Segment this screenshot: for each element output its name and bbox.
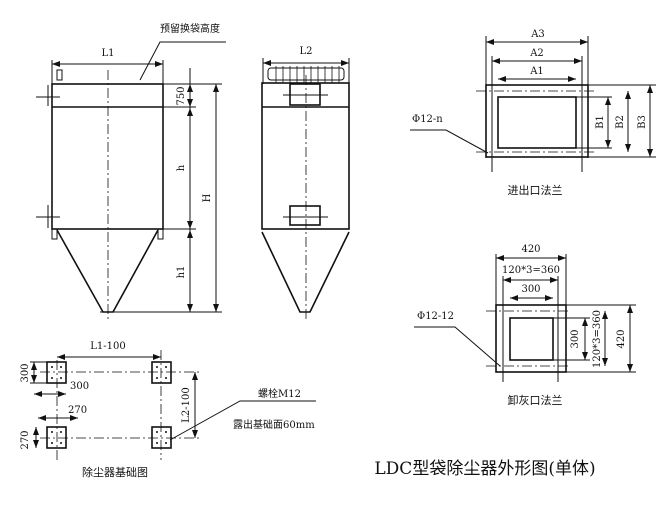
dim-plate-270-v: 270 [20, 430, 31, 449]
ash-discharge-flange: 420 120*3=360 300 300 120*3=360 420 Φ12-… [414, 244, 636, 407]
dim-v300: 300 [570, 329, 581, 348]
side-view: L2 [261, 46, 350, 322]
dim-plate-300-h: 300 [70, 381, 89, 392]
dim-plate-270-h: 270 [68, 405, 87, 416]
anchor-plate [46, 426, 67, 449]
dim-b2: B2 [615, 115, 626, 129]
ash-flange-caption: 卸灰口法兰 [508, 393, 563, 407]
dim-l2: L2 [299, 46, 312, 57]
dim-l2-100: L2-100 [181, 387, 192, 422]
dim-v-pitch: 120*3=360 [592, 310, 603, 368]
dim-a2: A2 [529, 48, 544, 59]
dim-pitch: 120*3=360 [502, 265, 560, 276]
dim-h: h [176, 164, 187, 171]
ash-bolt-note: Φ12-12 [417, 311, 454, 322]
dim-H: H [202, 193, 213, 202]
front-view: L1 750 h h1 H 预留换袋高度 [36, 22, 226, 322]
bolt-hole-note: Φ12-n [412, 114, 443, 125]
dim-300: 300 [521, 284, 540, 295]
dim-750: 750 [176, 86, 187, 105]
dim-h1: h1 [176, 266, 187, 279]
dim-a3: A3 [530, 29, 545, 40]
inlet-port [289, 205, 321, 226]
dim-l1-100: L1-100 [90, 341, 125, 352]
dim-b3: B3 [637, 115, 648, 129]
anchor-plate [46, 361, 67, 384]
dim-420: 420 [521, 244, 540, 255]
foundation-caption: 除尘器基础图 [82, 465, 148, 479]
valve-icon [56, 69, 63, 81]
dim-v420: 420 [616, 329, 627, 348]
inlet-flange-caption: 进出口法兰 [508, 183, 563, 197]
anchor-plate [151, 361, 172, 384]
inlet-outlet-flange: A3 A2 A1 B1 B2 B3 Φ12-n 进出口法兰 [410, 29, 656, 197]
anchor-bolt-note: 露出基础面60mm [233, 418, 315, 431]
dim-plate-300-v: 300 [20, 363, 31, 382]
dim-a1: A1 [529, 66, 544, 77]
foundation-plan: L1-100 300 300 270 270 L2-100 螺栓M12 露出基础… [20, 341, 316, 479]
anchor-plate [151, 426, 172, 449]
dim-b1: B1 [595, 115, 606, 129]
drawing-title: LDC型袋除尘器外形图(单体) [374, 459, 595, 479]
dim-l1: L1 [101, 48, 114, 59]
bag-change-height-note: 预留换袋高度 [160, 22, 220, 35]
anchor-bolt-label: 螺栓M12 [258, 387, 301, 400]
